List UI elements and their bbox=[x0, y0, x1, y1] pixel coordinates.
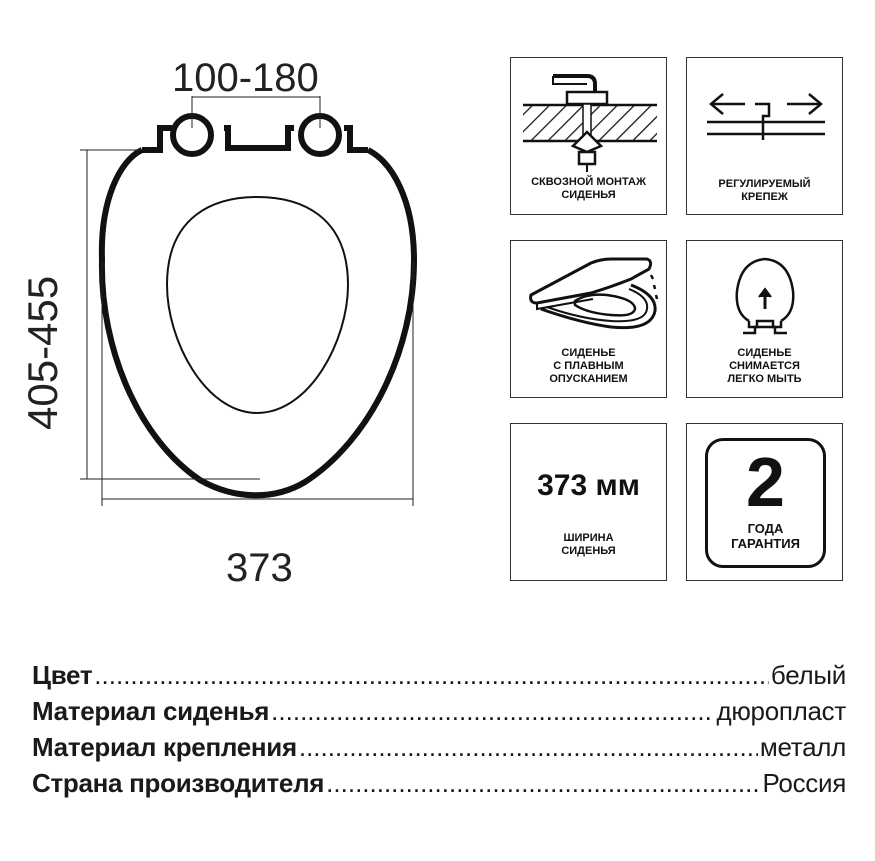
feature-label: ШИРИНА СИДЕНЬЯ bbox=[561, 532, 616, 557]
feature-seat-width: 373 мм ШИРИНА СИДЕНЬЯ bbox=[510, 423, 667, 581]
spec-value: металл bbox=[759, 732, 846, 762]
feature-through-mount: СКВОЗНОЙ МОНТАЖ СИДЕНЬЯ bbox=[510, 57, 667, 215]
seat-length-label: 405-455 bbox=[19, 275, 66, 430]
spec-label: Цвет bbox=[32, 660, 93, 690]
feature-adjustable-fastener: РЕГУЛИРУЕМЫЙ КРЕПЕЖ bbox=[686, 57, 843, 215]
leader-dots bbox=[326, 765, 760, 801]
leader-dots bbox=[271, 693, 714, 729]
toilet-seat-dimension-drawing: 100-180 405-455 373 bbox=[0, 0, 480, 620]
leader-dots bbox=[94, 657, 769, 693]
spec-row-country: Страна производителя Россия bbox=[32, 765, 846, 801]
hinge-spacing-label: 100-180 bbox=[172, 56, 319, 100]
toilet-seat-outline-icon bbox=[80, 96, 418, 506]
feature-label: СКВОЗНОЙ МОНТАЖ СИДЕНЬЯ bbox=[531, 176, 646, 201]
spec-list: Цвет белый Материал сиденья дюропласт Ма… bbox=[32, 657, 846, 801]
leader-dots bbox=[299, 729, 758, 765]
adjustable-fastener-icon bbox=[707, 93, 825, 140]
spec-row-fastener-material: Материал крепления металл bbox=[32, 729, 846, 765]
feature-warranty: 2 ГОДА ГАРАНТИЯ bbox=[686, 423, 843, 581]
feature-label: СИДЕНЬЕ СНИМАЕТСЯ ЛЕГКО МЫТЬ bbox=[727, 347, 802, 385]
seat-width-label: 373 bbox=[226, 546, 293, 590]
through-mount-icon bbox=[523, 74, 657, 172]
warranty-label: ГОДА ГАРАНТИЯ bbox=[731, 521, 800, 551]
feature-label: СИДЕНЬЕ С ПЛАВНЫМ ОПУСКАНИЕМ bbox=[549, 347, 628, 385]
seat-width-value: 373 мм bbox=[537, 469, 640, 502]
warranty-years: 2 bbox=[746, 443, 785, 521]
feature-soft-close: СИДЕНЬЕ С ПЛАВНЫМ ОПУСКАНИЕМ bbox=[510, 240, 667, 398]
feature-removable-seat: СИДЕНЬЕ СНИМАЕТСЯ ЛЕГКО МЫТЬ bbox=[686, 240, 843, 398]
removable-seat-icon bbox=[735, 257, 795, 335]
spec-label: Материал крепления bbox=[32, 732, 297, 762]
warranty-badge: 2 ГОДА ГАРАНТИЯ bbox=[705, 438, 826, 568]
spec-label: Материал сиденья bbox=[32, 696, 270, 726]
spec-row-color: Цвет белый bbox=[32, 657, 846, 693]
spec-row-seat-material: Материал сиденья дюропласт bbox=[32, 693, 846, 729]
spec-value: белый bbox=[770, 660, 846, 690]
spec-value: дюропласт bbox=[716, 696, 846, 726]
spec-label: Страна производителя bbox=[32, 768, 325, 798]
soft-close-seat-icon bbox=[529, 257, 659, 330]
feature-label: РЕГУЛИРУЕМЫЙ КРЕПЕЖ bbox=[718, 178, 811, 203]
spec-value: Россия bbox=[762, 768, 846, 798]
